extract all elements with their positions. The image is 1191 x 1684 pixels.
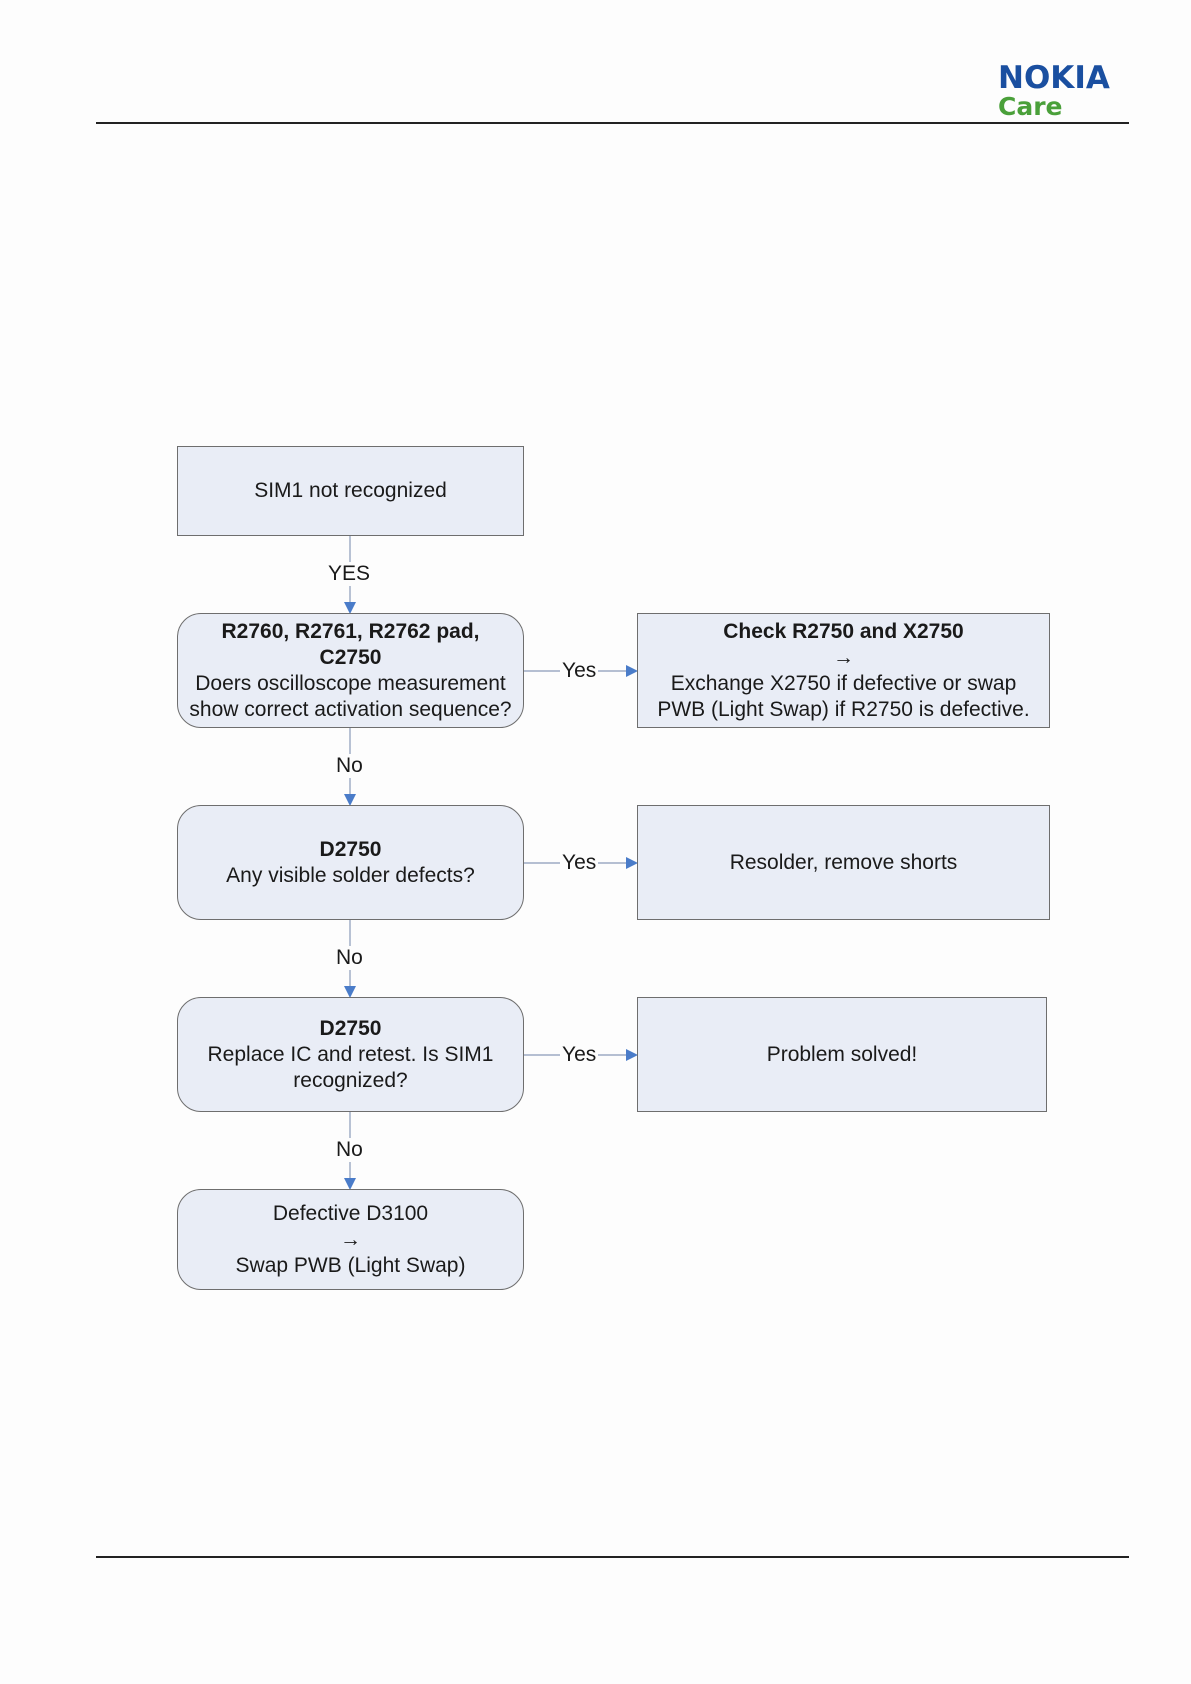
node-q3-line-1: Replace IC and retest. Is SIM1 xyxy=(207,1042,494,1066)
node-a3-text: Problem solved! xyxy=(766,1042,918,1066)
node-end: Defective D3100 → Swap PWB (Light Swap) xyxy=(177,1189,524,1290)
node-q3-title: D2750 xyxy=(319,1016,382,1040)
node-a1: Check R2750 and X2750 → Exchange X2750 i… xyxy=(637,613,1050,728)
node-q1-line-2: show correct activation sequence? xyxy=(189,697,512,721)
node-a2: Resolder, remove shorts xyxy=(637,805,1050,920)
node-a1-arrow-icon: → xyxy=(833,645,854,669)
node-start: SIM1 not recognized xyxy=(177,446,524,536)
edge-label-q2-a2: Yes xyxy=(560,851,599,875)
node-q3-line-2: recognized? xyxy=(293,1068,408,1092)
edge-label-q3-end: No xyxy=(334,1138,365,1162)
node-q1-title-1: R2760, R2761, R2762 pad, xyxy=(221,619,480,643)
header-rule xyxy=(96,122,1129,124)
edge-label-q3-a3: Yes xyxy=(560,1043,599,1067)
node-q3: D2750 Replace IC and retest. Is SIM1 rec… xyxy=(177,997,524,1112)
node-q2: D2750 Any visible solder defects? xyxy=(177,805,524,920)
node-q2-line-1: Any visible solder defects? xyxy=(226,863,475,887)
edge-label-start-q1: YES xyxy=(326,562,373,586)
node-q2-title: D2750 xyxy=(319,837,382,861)
edge-label-q2-q3: No xyxy=(334,946,365,970)
logo-sub-text: Care xyxy=(998,92,1063,121)
logo-brand-text: NOKIA xyxy=(998,60,1110,96)
node-a2-text: Resolder, remove shorts xyxy=(729,850,958,874)
node-a1-line-2: PWB (Light Swap) if R2750 is defective. xyxy=(657,697,1030,721)
edge-label-q1-q2: No xyxy=(334,754,365,778)
node-q1-line-1: Doers oscilloscope measurement xyxy=(195,671,506,695)
edge-label-q1-a1: Yes xyxy=(560,659,599,683)
node-a1-line-1: Exchange X2750 if defective or swap xyxy=(670,671,1017,695)
node-q1-title-2: C2750 xyxy=(319,645,382,669)
node-end-line-1: Defective D3100 xyxy=(272,1201,429,1225)
footer-rule xyxy=(96,1556,1129,1558)
nokia-care-logo: NOKIA Care xyxy=(998,62,1128,121)
node-a3: Problem solved! xyxy=(637,997,1047,1112)
node-end-line-2: Swap PWB (Light Swap) xyxy=(235,1253,466,1277)
node-start-text: SIM1 not recognized xyxy=(254,479,447,502)
node-end-arrow-icon: → xyxy=(340,1227,361,1251)
node-q1: R2760, R2761, R2762 pad, C2750 Doers osc… xyxy=(177,613,524,728)
node-a1-title: Check R2750 and X2750 xyxy=(723,619,964,643)
